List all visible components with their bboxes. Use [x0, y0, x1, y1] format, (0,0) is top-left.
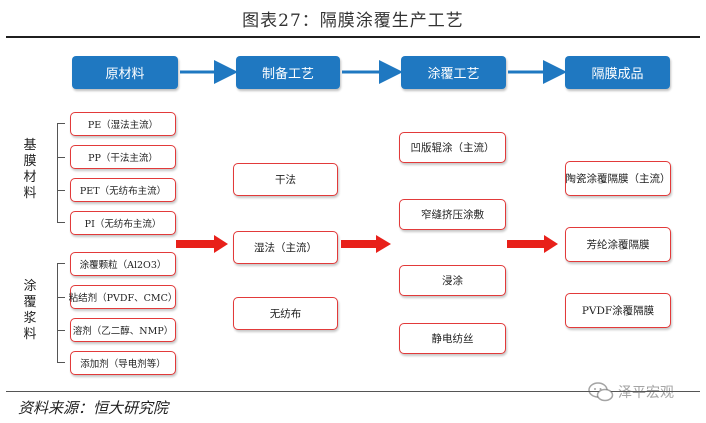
slurry-binder: 粘结剂（PVDF、CMC） [69, 285, 177, 309]
bracket-tick [57, 330, 65, 331]
bottom-rule [6, 391, 700, 392]
slurry-additive: 添加剂（导电剂等） [70, 351, 176, 375]
bracket-coating-slurry [57, 263, 65, 363]
watermark: 泽平宏观 [588, 382, 674, 402]
material-pe: PE（湿法主流） [70, 112, 176, 136]
bracket-base-film [57, 123, 65, 223]
product-pvdf-coated: PVDF涂覆隔膜 [565, 293, 671, 328]
wechat-icon [588, 382, 614, 402]
coating-gravure: 凹版辊涂（主流） [399, 132, 506, 163]
material-pi: PI（无纺布主流） [70, 211, 176, 235]
prep-wet-process: 湿法（主流） [233, 231, 338, 264]
coating-slot-die: 窄缝挤压涂敷 [399, 199, 506, 230]
bracket-tick [57, 157, 65, 158]
stage-raw-materials: 原材料 [72, 56, 178, 89]
slurry-solvent: 溶剂（乙二醇、NMP） [70, 318, 176, 342]
slurry-particles: 涂覆颗粒（Al2O3） [70, 252, 176, 276]
bracket-tick [57, 297, 65, 298]
material-pet: PET（无纺布主流） [70, 178, 176, 202]
source-note: 资料来源：恒大研究院 [18, 399, 169, 417]
product-ceramic-coated: 陶瓷涂覆隔膜（主流） [565, 161, 671, 196]
stage-preparation: 制备工艺 [236, 56, 340, 89]
watermark-text: 泽平宏观 [618, 385, 674, 401]
coating-electrospinning: 静电纺丝 [399, 323, 506, 354]
group-label-base-film: 基膜材料 [23, 138, 37, 201]
flow-arrow-3 [507, 235, 558, 253]
prep-nonwoven: 无纺布 [233, 297, 338, 330]
bracket-tick [57, 190, 65, 191]
material-pp: PP（干法主流） [70, 145, 176, 169]
group-label-coating-slurry: 涂覆浆料 [23, 279, 37, 342]
product-aramid-coated: 芳纶涂覆隔膜 [565, 227, 671, 262]
stage-coating: 涂覆工艺 [401, 56, 506, 89]
stage-finished-separator: 隔膜成品 [565, 56, 670, 89]
coating-dip: 浸涂 [399, 265, 506, 296]
flow-arrow-1 [176, 235, 228, 253]
figure-title: 图表27：隔膜涂覆生产工艺 [242, 11, 464, 31]
top-rule [6, 36, 700, 38]
flow-arrow-2 [341, 235, 391, 253]
prep-dry-process: 干法 [233, 163, 338, 196]
